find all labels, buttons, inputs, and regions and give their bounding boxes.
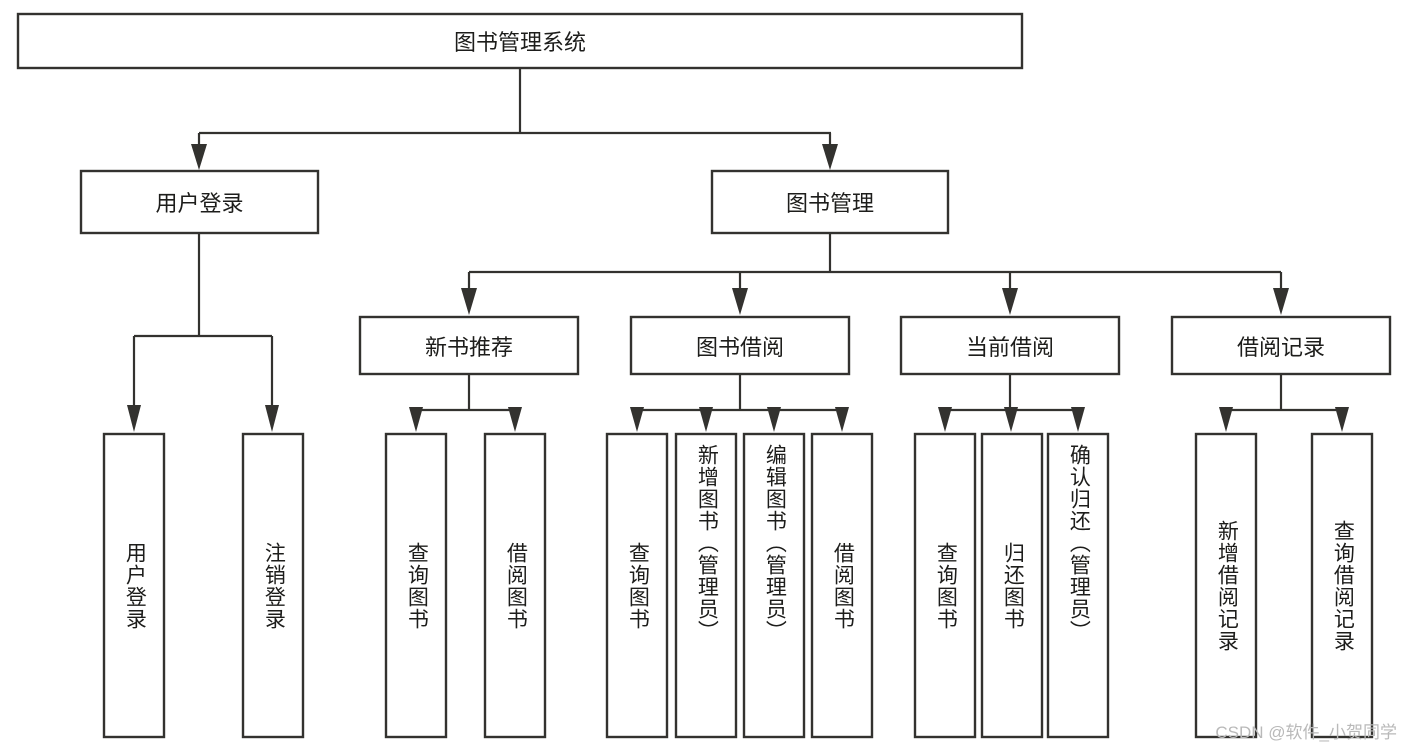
arrow-leaf-query-book-recommend <box>409 407 423 432</box>
edge-group-book-management <box>461 233 1289 315</box>
node-box-new-book-recommend[interactable] <box>358 315 580 376</box>
edge-group-borrow-record <box>1219 374 1349 432</box>
node-box-book-management[interactable] <box>710 169 950 235</box>
arrow-leaf-confirm-return-admin <box>1071 407 1085 432</box>
arrow-leaf-borrow-book <box>835 407 849 432</box>
node-box-leaf-add-borrow-record[interactable] <box>1194 432 1258 739</box>
node-box-leaf-query-book-recommend[interactable] <box>384 432 448 739</box>
edge-group-new-book-recommend <box>409 374 522 432</box>
arrow-leaf-user-logout <box>265 405 279 432</box>
arrow-leaf-add-book-admin <box>699 407 713 432</box>
arrow-new-book-recommend <box>461 288 477 315</box>
edge-group-book-borrow <box>630 374 849 432</box>
node-box-leaf-borrow-book-recommend[interactable] <box>483 432 547 739</box>
arrow-leaf-borrow-book-recommend <box>508 407 522 432</box>
node-box-leaf-query-book-borrow[interactable] <box>605 432 669 739</box>
arrow-leaf-add-borrow-record <box>1219 407 1233 432</box>
edge-group-root <box>191 68 838 170</box>
node-box-leaf-query-book-current[interactable] <box>913 432 977 739</box>
node-box-leaf-confirm-return-admin[interactable] <box>1046 432 1110 739</box>
edge-group-current-borrow <box>938 374 1085 432</box>
node-box-current-borrow[interactable] <box>899 315 1121 376</box>
node-box-leaf-user-login[interactable] <box>102 432 166 739</box>
edge-group-user-login <box>127 233 279 432</box>
node-box-leaf-query-borrow-record[interactable] <box>1310 432 1374 739</box>
arrow-leaf-query-book-current <box>938 407 952 432</box>
node-box-book-borrow[interactable] <box>629 315 851 376</box>
node-box-leaf-borrow-book[interactable] <box>810 432 874 739</box>
arrow-leaf-return-book <box>1004 407 1018 432</box>
arrow-leaf-query-borrow-record <box>1335 407 1349 432</box>
node-box-leaf-user-logout[interactable] <box>241 432 305 739</box>
csdn-watermark: CSDN @软件_小贺同学 <box>1215 723 1397 742</box>
node-box-root[interactable] <box>16 12 1024 70</box>
arrow-current-borrow <box>1002 288 1018 315</box>
arrow-leaf-query-book-borrow <box>630 407 644 432</box>
arrow-leaf-edit-book-admin <box>767 407 781 432</box>
arrow-book-borrow <box>732 288 748 315</box>
node-box-user-login[interactable] <box>79 169 320 235</box>
node-box-leaf-edit-book-admin[interactable] <box>742 432 806 739</box>
node-box-leaf-return-book[interactable] <box>980 432 1044 739</box>
arrow-leaf-user-login <box>127 405 141 432</box>
node-box-leaf-add-book-admin[interactable] <box>674 432 738 739</box>
node-box-borrow-record[interactable] <box>1170 315 1392 376</box>
arrow-user-login <box>191 144 207 170</box>
arrow-book-management <box>822 144 838 170</box>
arrow-borrow-record <box>1273 288 1289 315</box>
